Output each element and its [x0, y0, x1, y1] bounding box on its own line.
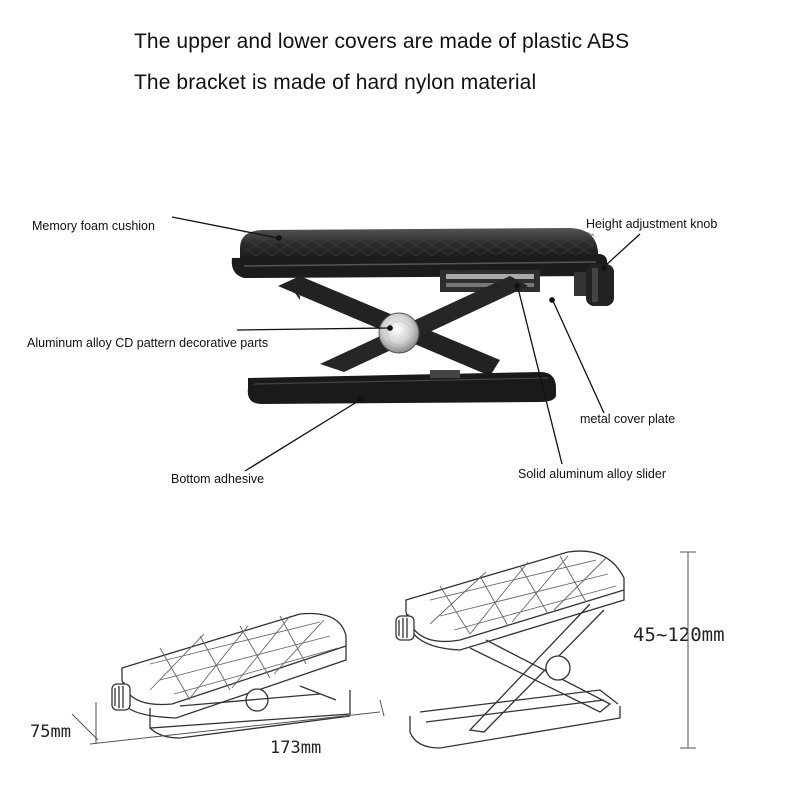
callout-lines: [171, 216, 641, 472]
label-bottom-adhesive: Bottom adhesive: [171, 472, 265, 486]
label-height-knob: Height adjustment knob: [586, 217, 718, 231]
headline-covers: The upper and lower covers are made of p…: [134, 30, 630, 53]
extended-drawing: [395, 550, 696, 749]
dim-length: 173mm: [270, 738, 322, 758]
cd-pivot-cap: [378, 312, 420, 354]
footrest-photo: [231, 228, 614, 404]
headline-bracket: The bracket is made of hard nylon materi…: [134, 71, 537, 94]
label-slider: Solid aluminum alloy slider: [518, 467, 666, 481]
label-metal-plate: metal cover plate: [580, 412, 676, 426]
dim-folded-height: 75mm: [30, 722, 71, 742]
scissor-arm-b: [320, 276, 528, 372]
height-knob: [586, 264, 614, 306]
dim-height-range: 45~120mm: [633, 624, 725, 646]
label-memory-foam: Memory foam cushion: [32, 219, 155, 233]
base-cover: [247, 372, 556, 404]
folded-drawing: [71, 612, 385, 745]
label-cd-parts: Aluminum alloy CD pattern decorative par…: [27, 336, 269, 350]
